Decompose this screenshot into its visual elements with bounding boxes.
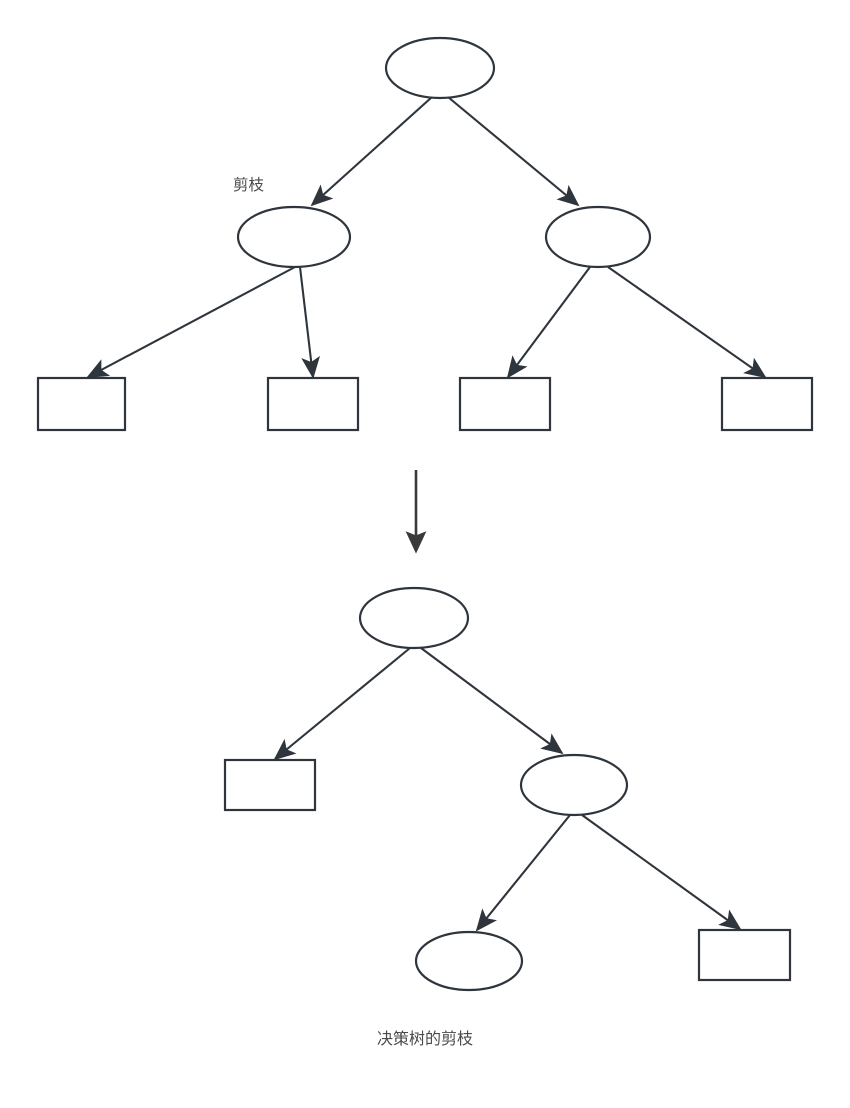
edge-tree2-right-node-to-leaf-ellipse — [475, 814, 571, 932]
node-tree1-leaf-3[interactable] — [458, 376, 552, 432]
node-tree2-right-branch[interactable] — [519, 753, 629, 817]
edge-root-to-left-node — [310, 96, 433, 207]
diagram-caption: 决策树的剪枝 — [377, 1030, 473, 1048]
node-tree2-leaf-rect[interactable] — [697, 928, 792, 982]
edge-right-node-to-leaf-3 — [506, 266, 591, 379]
edge-root-to-right-node — [447, 96, 580, 207]
node-tree1-leaf-4[interactable] — [720, 376, 814, 432]
edge-left-node-to-leaf-1 — [86, 266, 296, 378]
edge-tree2-right-node-to-leaf-rect — [581, 814, 742, 931]
node-tree2-root[interactable] — [358, 586, 470, 650]
edge-tree2-root-to-right-node — [420, 647, 564, 755]
node-tree2-leaf-left[interactable] — [223, 758, 317, 812]
tree-before-pruning: 剪枝 — [36, 36, 814, 432]
tree-after-pruning — [223, 586, 792, 992]
node-tree1-root[interactable] — [384, 36, 496, 100]
node-tree1-right-branch[interactable] — [544, 205, 652, 269]
edge-left-node-to-leaf-2 — [298, 266, 321, 379]
node-tree1-leaf-1[interactable] — [36, 376, 127, 432]
node-tree1-leaf-2[interactable] — [266, 376, 360, 432]
edge-right-node-to-leaf-4 — [607, 266, 767, 379]
prune-annotation-label: 剪枝 — [233, 176, 265, 194]
edge-tree2-root-to-leaf-rect — [273, 647, 411, 761]
node-tree2-leaf-ellipse[interactable] — [414, 930, 524, 992]
tree-after-pruning-edges — [273, 647, 742, 932]
node-tree1-left-branch[interactable] — [236, 205, 352, 269]
tree-before-pruning-edges — [86, 96, 767, 379]
